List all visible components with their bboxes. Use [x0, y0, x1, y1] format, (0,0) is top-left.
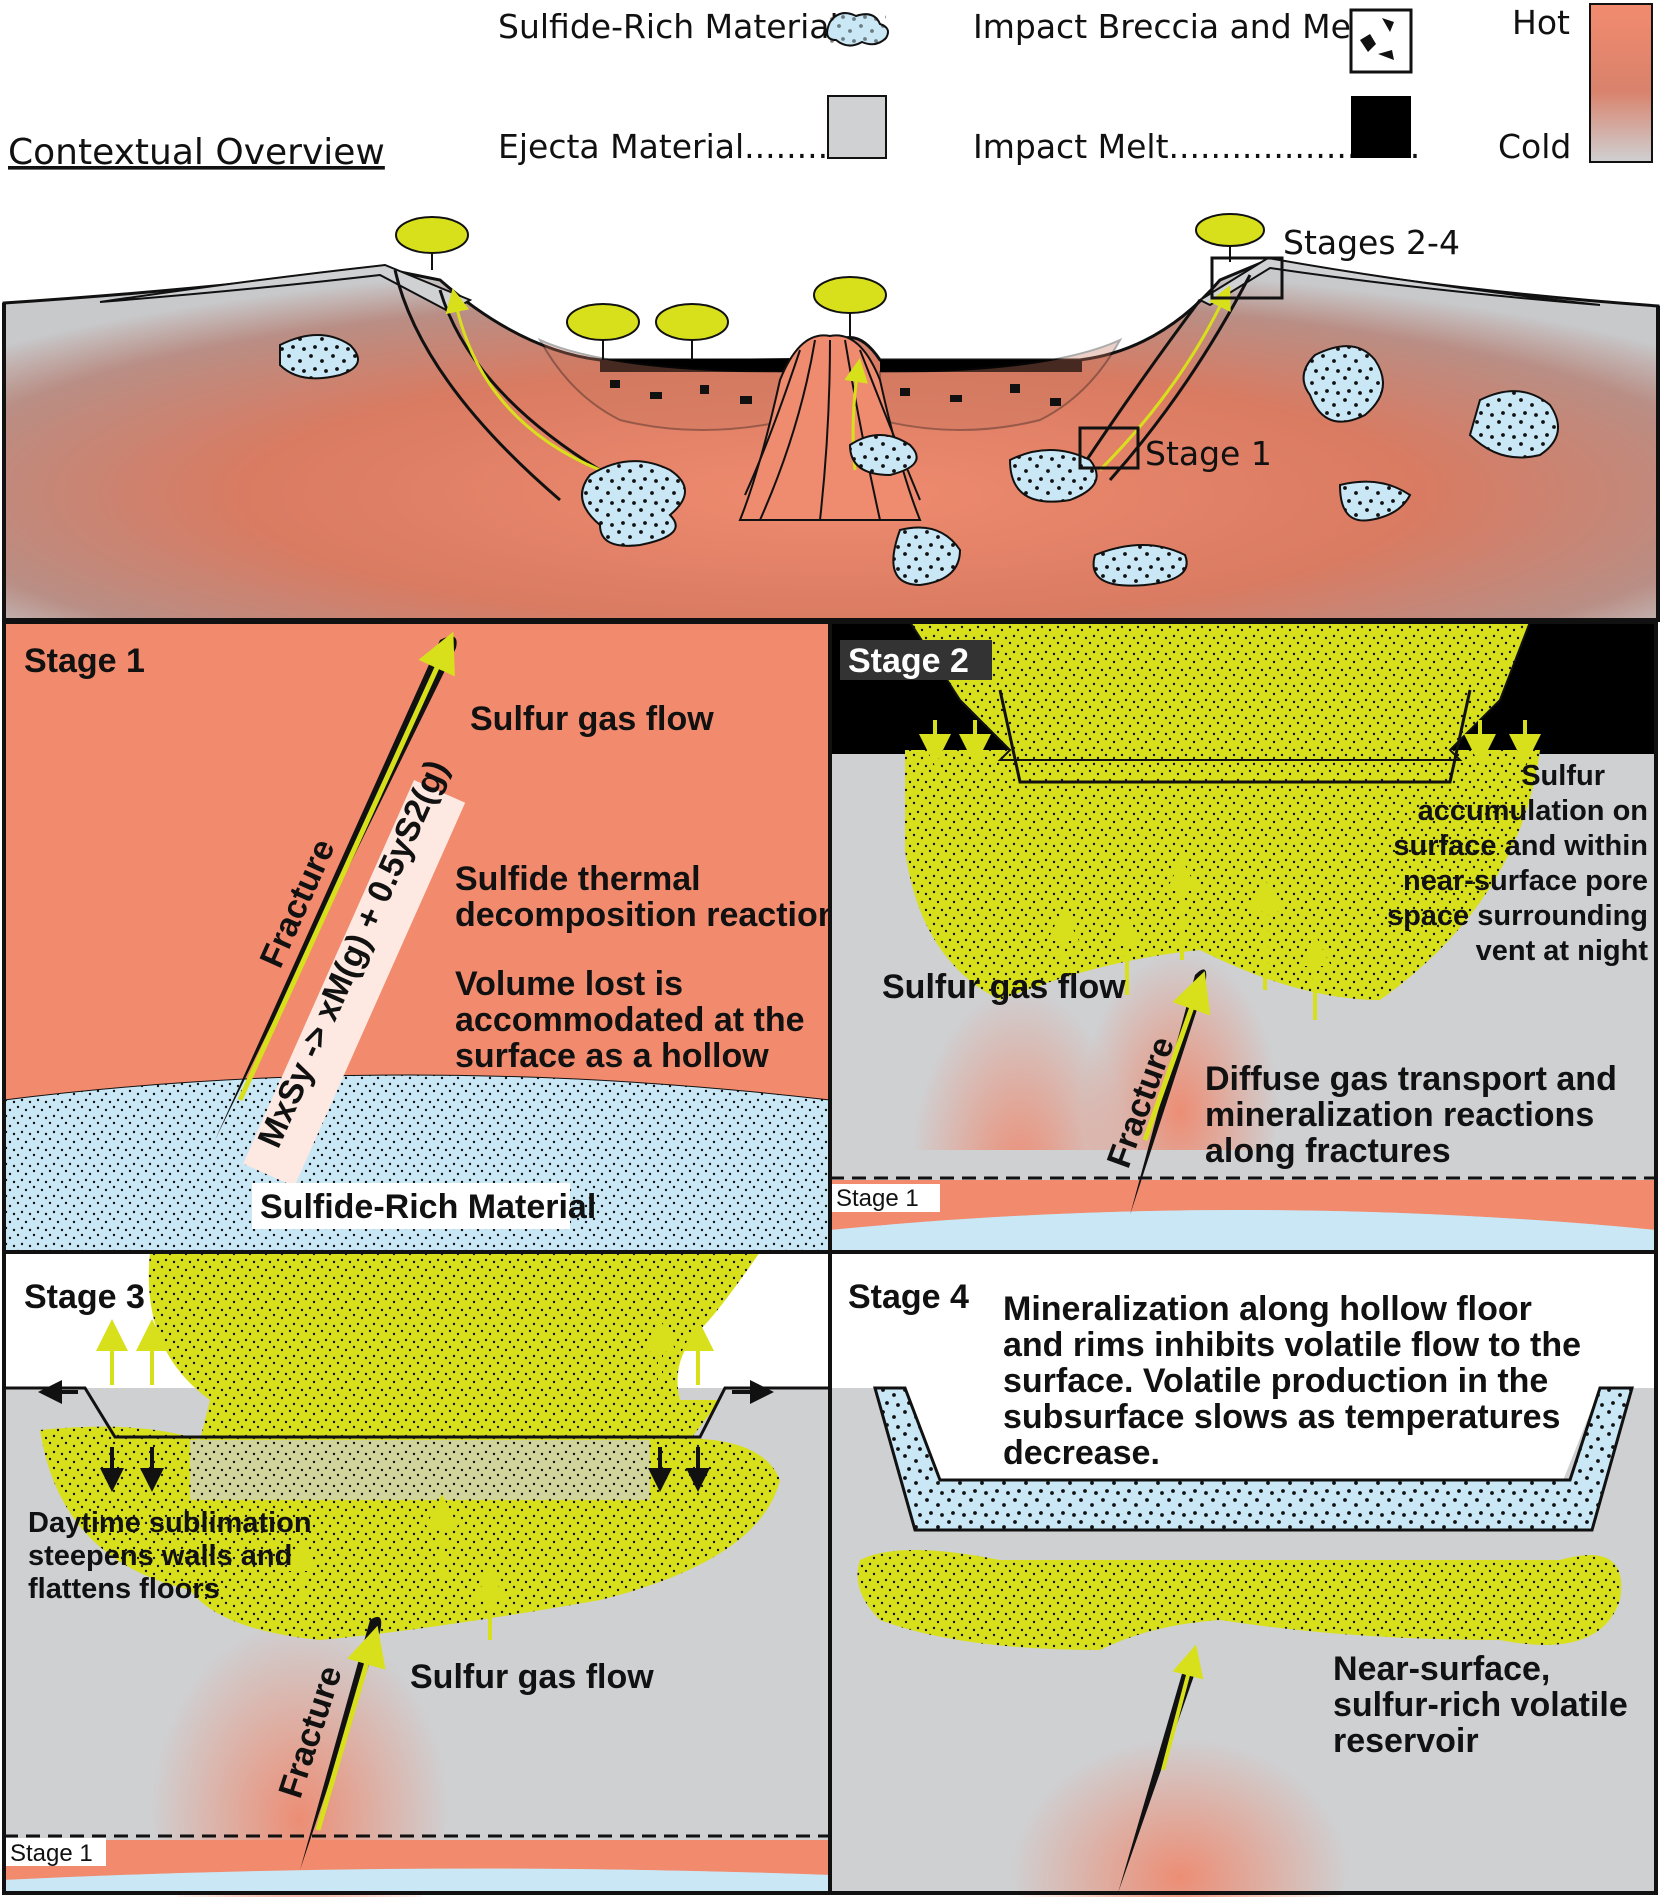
stage2-accum-l5: space surrounding	[1387, 900, 1648, 932]
hot-cold-scale	[1589, 3, 1653, 163]
stage3-day-l3: flattens floors	[28, 1573, 220, 1605]
stage4-res-l2: sulfur-rich volatile	[1333, 1686, 1628, 1724]
stage1-text1-l2: decomposition reaction.	[455, 896, 848, 934]
stage3-gas-flow: Sulfur gas flow	[410, 1658, 654, 1696]
stage3-day-l2: steepens walls and	[28, 1540, 292, 1572]
stage2-diffuse-l1: Diffuse gas transport and	[1205, 1060, 1617, 1098]
breccia-layer-left	[537, 337, 802, 431]
stage2-accum-l1: Sulfur	[1521, 760, 1605, 792]
stage2-title: Stage 2	[848, 642, 969, 680]
stage1-text2-l3: surface as a hollow	[455, 1037, 769, 1075]
stage4-res-l1: Near-surface,	[1333, 1650, 1550, 1688]
stage4-min-l2: and rims inhibits volatile flow to the	[1003, 1326, 1581, 1364]
stage1-panel: MxSy -> xM(g) + 0.5yS2(g) Fracture Stage…	[2, 620, 848, 1254]
ejecta-swatch	[827, 95, 887, 159]
stage2-panel: Stage 2 Sulfur accumulation on surface a…	[828, 620, 1658, 1330]
stage3-title: Stage 3	[24, 1278, 145, 1316]
stage2-stage1-band	[830, 1180, 1656, 1230]
stage2-stage1-label: Stage 1	[836, 1185, 919, 1212]
stage3-stage1-band	[4, 1840, 830, 1880]
stage2-accum-l3: surface and within	[1393, 830, 1648, 862]
legend-breccia-label: Impact Breccia and Melt	[973, 7, 1373, 46]
stage1-gas-flow: Sulfur gas flow	[470, 700, 714, 738]
stage1-material-label: Sulfide-Rich Material	[260, 1188, 596, 1226]
legend-melt-label: Impact Melt........................	[973, 127, 1420, 166]
stage2-diffuse-l2: mineralization reactions	[1205, 1096, 1594, 1134]
stage1-title: Stage 1	[24, 642, 145, 680]
stage2-accum-l4: near-surface pore	[1403, 865, 1648, 897]
stage1-text2-l1: Volume lost is	[455, 965, 683, 1003]
sulfide-swatch	[826, 12, 889, 47]
stage3-stage1-label: Stage 1	[10, 1840, 93, 1867]
stage1-text2-l2: accommodated at the	[455, 1001, 805, 1039]
legend-ejecta-label: Ejecta Material.............	[498, 127, 881, 166]
stage4-min-l4: subsurface slows as temperatures	[1003, 1398, 1560, 1436]
stage-1-box	[1078, 426, 1140, 470]
stage2-gas-flow: Sulfur gas flow	[882, 968, 1126, 1006]
stage3-panel: Stage 3 Daytime sublimation steepens wal…	[2, 1250, 832, 1897]
stages-2-4-label: Stages 2-4	[1283, 223, 1460, 262]
stage4-panel: Stage 4 Mineralization along hollow floo…	[828, 1250, 1658, 1897]
stage2-fracture	[1130, 969, 1207, 1215]
stage3-day-l1: Daytime sublimation	[28, 1507, 312, 1539]
stage4-min-l5: decrease.	[1003, 1434, 1160, 1472]
stages-2-4-box	[1210, 256, 1284, 300]
overview-title: Contextual Overview	[8, 132, 385, 173]
impact-melt-sheet	[600, 358, 1082, 372]
stage4-res-l3: reservoir	[1333, 1722, 1479, 1760]
overview-panel: Stages 2-4 Stage 1	[2, 213, 1660, 622]
stage4-title: Stage 4	[848, 1278, 969, 1316]
stage-1-overview-label: Stage 1	[1145, 434, 1272, 473]
reaction-label-bg	[243, 780, 466, 1187]
legend: Sulfide-Rich Material Impact Breccia and…	[498, 3, 1653, 166]
stage4-min-l1: Mineralization along hollow floor	[1003, 1290, 1532, 1328]
sulfur-trees	[395, 213, 1265, 360]
legend-sulfide-label: Sulfide-Rich Material	[498, 7, 839, 46]
stage2-accum-l2: accumulation on	[1418, 795, 1648, 827]
stage2-accum-l6: vent at night	[1476, 935, 1649, 967]
melt-swatch	[1351, 96, 1411, 158]
legend-cold-label: Cold	[1498, 127, 1571, 166]
stage4-min-l3: surface. Volatile production in the	[1003, 1362, 1548, 1400]
ejecta-right	[1197, 256, 1601, 307]
stage2-diffuse-l3: along fractures	[1205, 1132, 1451, 1170]
legend-hot-label: Hot	[1512, 3, 1570, 42]
breccia-swatch	[1349, 8, 1413, 74]
sulfide-blob-dots	[280, 335, 1558, 586]
stage1-text1-l1: Sulfide thermal	[455, 860, 701, 898]
breccia-layer-right	[879, 337, 1123, 431]
